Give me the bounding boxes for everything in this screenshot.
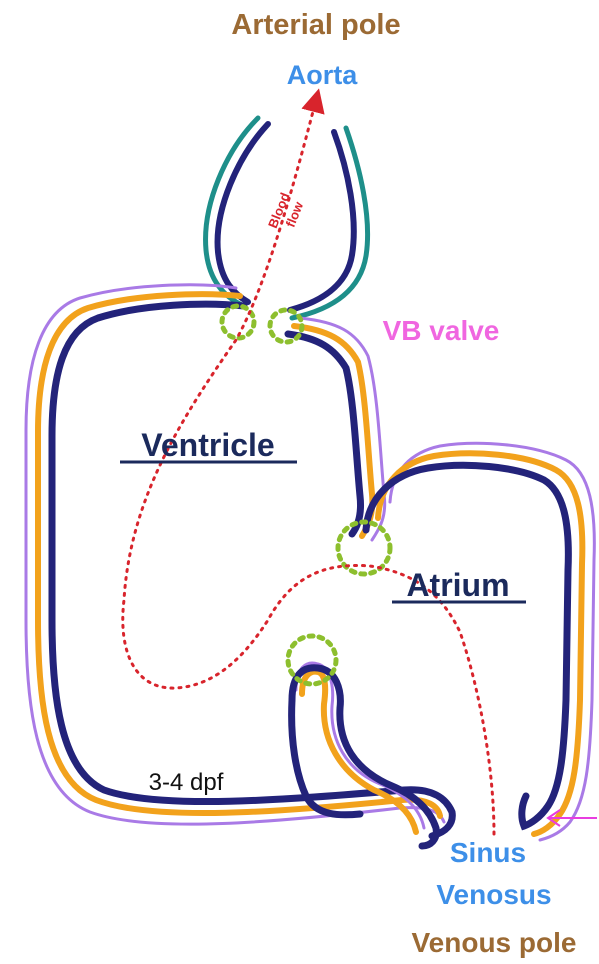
ventricle-label: Ventricle (141, 427, 274, 463)
ventricle-endocardium (52, 304, 452, 836)
fold-endocardium (292, 668, 436, 846)
atrium-label: Atrium (406, 567, 509, 603)
ventricle-myocardium (38, 294, 440, 816)
atrium-myocardium (378, 453, 582, 834)
inflow-arrow (548, 810, 597, 826)
outflow-left-inner-wall (218, 124, 268, 302)
venous-pole-label: Venous pole (412, 927, 577, 958)
blood-flow-label: Blood flow (265, 190, 308, 236)
sinus-label: Sinus (450, 837, 526, 868)
atrium-wall (366, 443, 594, 840)
stage-label: 3-4 dpf (149, 769, 224, 796)
ventricle-right-endocardium (288, 334, 361, 534)
valves (222, 306, 390, 684)
sv-valve (288, 636, 336, 684)
venosus-label: Venosus (436, 879, 551, 910)
vb-valve-label: VB valve (383, 315, 500, 346)
arterial-pole-label: Arterial pole (231, 9, 400, 41)
ventricle-epicardium (26, 285, 444, 824)
aorta-label: Aorta (287, 60, 358, 90)
atrium-endocardium (366, 465, 568, 826)
